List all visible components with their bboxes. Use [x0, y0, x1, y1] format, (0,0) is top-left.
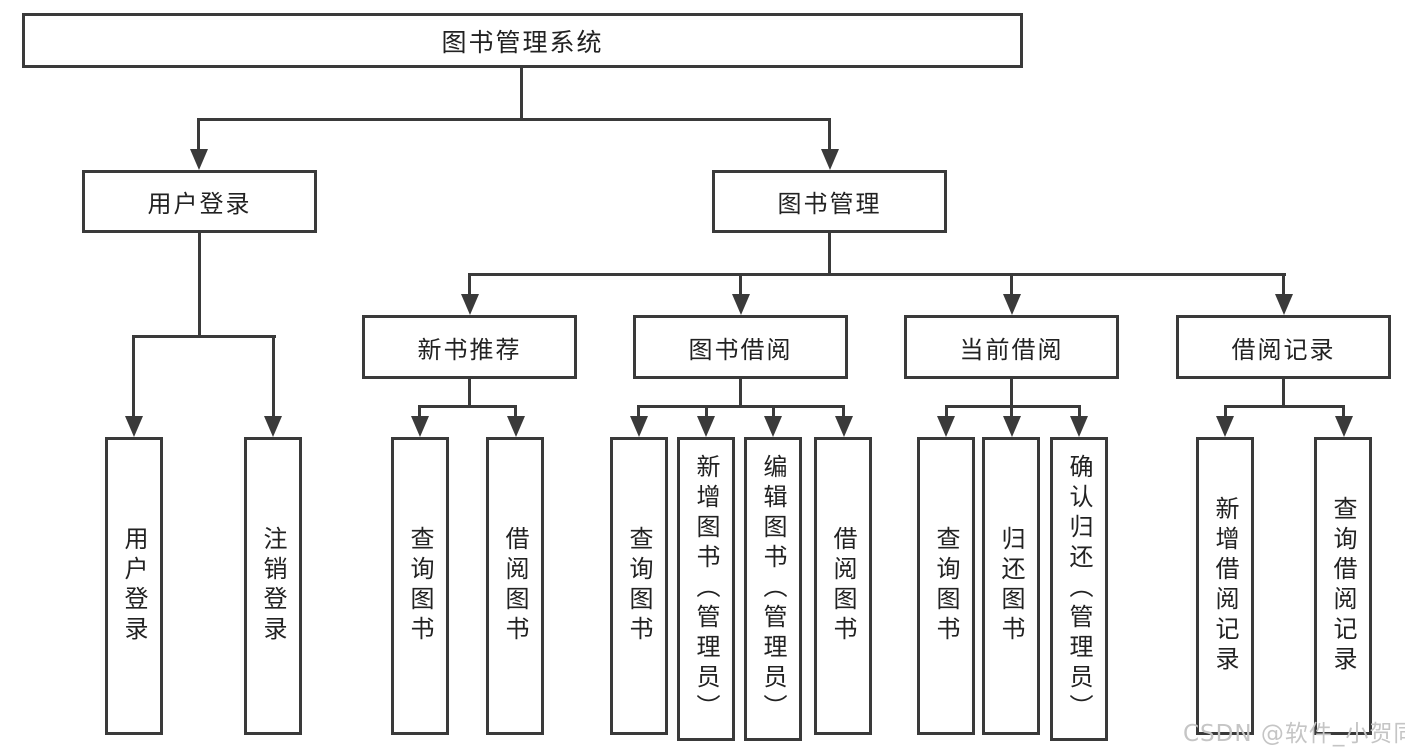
connector-newbook-rail	[418, 405, 517, 408]
arrowhead-bb-query-books	[630, 416, 648, 437]
leaf-label: 查询借阅记录	[1329, 496, 1357, 676]
connector-newbook-drop-2	[514, 405, 517, 417]
node-label: 用户登录	[147, 190, 252, 218]
arrowhead-leaf-user-login	[125, 416, 143, 437]
connector-records-rail	[1224, 405, 1345, 408]
arrowhead-book-borrow	[732, 294, 750, 315]
arrowhead-nb-query-books	[411, 416, 429, 437]
connector-root-rail	[197, 118, 831, 121]
node-label: 图书管理系统	[441, 27, 604, 57]
connector-currentborrow-stem	[1010, 379, 1013, 407]
arrowhead-bb-borrow-books	[835, 416, 853, 437]
connector-bookborrow-drop-1	[637, 405, 640, 417]
connector-bookmgmt-drop-1	[468, 273, 471, 296]
connector-currentborrow-drop-2	[1010, 405, 1013, 417]
node-user-login-group: 用户登录	[82, 170, 317, 233]
connector-bookmgmt-drop-2	[739, 273, 742, 296]
leaf-label: 查询图书	[932, 526, 960, 646]
arrowhead-book-management	[821, 149, 839, 170]
leaf-label: 用户登录	[120, 526, 148, 646]
node-book-management: 图书管理	[712, 170, 947, 233]
node-label: 借阅记录	[1231, 335, 1336, 364]
arrowhead-nb-borrow-books	[507, 416, 525, 437]
connector-bookborrow-drop-3	[772, 405, 775, 417]
node-label: 图书管理	[777, 190, 882, 218]
leaf-label: 归还图书	[997, 526, 1025, 646]
node-library-management-system: 图书管理系统	[22, 13, 1023, 68]
arrowhead-cb-confirm-return	[1070, 416, 1088, 437]
leaf-cb-return-books: 归还图书	[982, 437, 1040, 735]
node-borrow-records: 借阅记录	[1176, 315, 1391, 379]
node-label: 新书推荐	[417, 335, 522, 364]
connector-bookmgmt-drop-4	[1282, 273, 1285, 296]
leaf-bb-borrow-books: 借阅图书	[814, 437, 872, 735]
leaf-bb-add-books-admin: 新增图书（管理员）	[677, 437, 735, 741]
leaf-br-add-borrow-record: 新增借阅记录	[1196, 437, 1254, 735]
connector-bookmgmt-stem	[828, 233, 831, 275]
csdn-watermark: CSDN @软件_小贺同学	[1183, 721, 1405, 747]
arrowhead-bb-edit-books	[764, 416, 782, 437]
arrowhead-bb-add-books	[697, 416, 715, 437]
leaf-label: 注销登录	[259, 526, 287, 646]
leaf-label: 借阅图书	[829, 526, 857, 646]
connector-records-stem	[1282, 379, 1285, 407]
connector-currentborrow-rail	[945, 405, 1081, 408]
connector-bookborrow-drop-4	[842, 405, 845, 417]
connector-currentborrow-drop-3	[1078, 405, 1081, 417]
leaf-nb-query-books: 查询图书	[391, 437, 449, 735]
node-current-borrow: 当前借阅	[904, 315, 1119, 379]
connector-newbook-stem	[468, 379, 471, 407]
arrowhead-current-borrow	[1003, 294, 1021, 315]
leaf-cb-confirm-return-admin: 确认归还（管理员）	[1050, 437, 1108, 741]
leaf-cb-query-books: 查询图书	[917, 437, 975, 735]
leaf-label: 查询图书	[406, 526, 434, 646]
node-book-borrow: 图书借阅	[633, 315, 848, 379]
arrowhead-cb-query-books	[937, 416, 955, 437]
leaf-label: 查询图书	[625, 526, 653, 646]
node-label: 当前借阅	[959, 335, 1064, 364]
leaf-bb-query-books: 查询图书	[610, 437, 668, 735]
arrowhead-new-book-recommend	[461, 294, 479, 315]
leaf-label: 新增图书（管理员）	[692, 454, 720, 724]
connector-records-drop-2	[1342, 405, 1345, 417]
arrowhead-user-login	[190, 149, 208, 170]
connector-bookborrow-stem	[739, 379, 742, 407]
arrowhead-br-query-record	[1335, 416, 1353, 437]
connector-bookborrow-drop-2	[705, 405, 708, 417]
leaf-nb-borrow-books: 借阅图书	[486, 437, 544, 735]
connector-bookborrow-rail	[637, 405, 845, 408]
leaf-label: 新增借阅记录	[1211, 496, 1239, 676]
arrowhead-br-add-record	[1216, 416, 1234, 437]
arrowhead-leaf-logout	[264, 416, 282, 437]
connector-root-stem	[520, 68, 523, 118]
connector-bookmgmt-rail	[468, 273, 1286, 276]
connector-root-drop-left	[197, 118, 200, 150]
leaf-label: 编辑图书（管理员）	[759, 454, 787, 724]
connector-root-drop-right	[828, 118, 831, 150]
leaf-br-query-borrow-record: 查询借阅记录	[1314, 437, 1372, 735]
connector-userlogin-rail	[132, 335, 276, 338]
connector-newbook-drop-1	[418, 405, 421, 417]
leaf-user-login: 用户登录	[105, 437, 163, 735]
connector-bookmgmt-drop-3	[1010, 273, 1013, 296]
leaf-bb-edit-books-admin: 编辑图书（管理员）	[744, 437, 802, 741]
leaf-logout-login: 注销登录	[244, 437, 302, 735]
connector-userlogin-drop-1	[132, 335, 135, 417]
leaf-label: 借阅图书	[501, 526, 529, 646]
node-label: 图书借阅	[688, 335, 793, 364]
arrowhead-cb-return-books	[1003, 416, 1021, 437]
connector-currentborrow-drop-1	[945, 405, 948, 417]
leaf-label: 确认归还（管理员）	[1065, 454, 1093, 724]
connector-userlogin-stem	[198, 233, 201, 337]
arrowhead-borrow-records	[1275, 294, 1293, 315]
connector-userlogin-drop-2	[272, 335, 275, 417]
connector-records-drop-1	[1224, 405, 1227, 417]
node-new-book-recommend: 新书推荐	[362, 315, 577, 379]
